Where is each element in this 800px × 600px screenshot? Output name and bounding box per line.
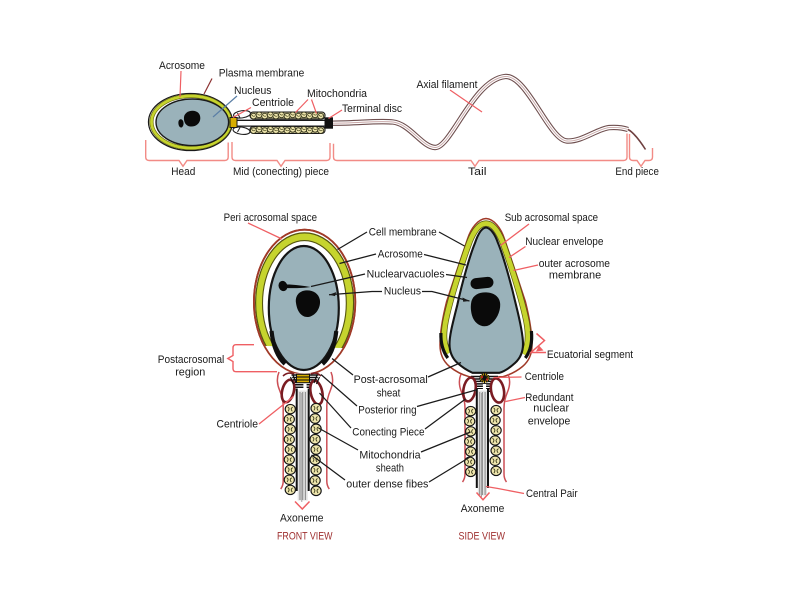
svg-text:membrane: membrane <box>549 270 601 282</box>
svg-text:Plasma membrane: Plasma membrane <box>219 68 304 80</box>
svg-text:Axial filament: Axial filament <box>417 79 479 91</box>
svg-text:nuclear: nuclear <box>533 403 569 415</box>
svg-text:outer acrosome: outer acrosome <box>539 258 610 270</box>
svg-text:Acrosome: Acrosome <box>378 249 423 261</box>
svg-text:Central Pair: Central Pair <box>526 488 578 500</box>
svg-text:Nucleus: Nucleus <box>234 85 272 97</box>
svg-text:sheath: sheath <box>376 463 404 475</box>
svg-text:Peri acrosomal space: Peri acrosomal space <box>224 212 317 224</box>
svg-text:Terminal disc: Terminal disc <box>342 103 402 115</box>
svg-text:envelope: envelope <box>528 416 570 428</box>
svg-text:Postacrosomal: Postacrosomal <box>158 354 225 366</box>
svg-text:Nuclear envelope: Nuclear envelope <box>525 236 603 248</box>
svg-text:Conecting Piece: Conecting Piece <box>352 427 424 439</box>
svg-text:Sub acrosomal space: Sub acrosomal space <box>505 212 598 224</box>
svg-text:Mid (conecting) piece: Mid (conecting) piece <box>233 166 329 178</box>
svg-text:Centriole: Centriole <box>525 371 564 383</box>
svg-text:Nucleus: Nucleus <box>384 286 421 298</box>
svg-text:outer dense fibes: outer dense fibes <box>346 479 428 491</box>
svg-text:SIDE VIEW: SIDE VIEW <box>459 531 506 543</box>
svg-text:Axoneme: Axoneme <box>280 513 324 525</box>
svg-text:Axoneme: Axoneme <box>461 503 505 515</box>
svg-text:Centriole: Centriole <box>252 97 294 109</box>
svg-text:FRONT VIEW: FRONT VIEW <box>277 531 333 543</box>
svg-text:Cell membrane: Cell membrane <box>369 227 437 239</box>
svg-text:End piece: End piece <box>615 166 659 178</box>
svg-text:Ecuatorial segment: Ecuatorial segment <box>547 349 634 361</box>
svg-text:Mitochondria: Mitochondria <box>359 450 421 462</box>
svg-text:Acrosome: Acrosome <box>159 60 205 72</box>
svg-text:Tail: Tail <box>468 166 487 178</box>
svg-text:Mitochondria: Mitochondria <box>307 88 368 100</box>
svg-text:Centriole: Centriole <box>217 419 259 431</box>
svg-text:Posterior ring: Posterior ring <box>358 405 416 417</box>
svg-text:Redundant: Redundant <box>525 392 574 404</box>
svg-text:Head: Head <box>171 166 195 178</box>
svg-text:Post-acrosomal: Post-acrosomal <box>354 374 428 386</box>
svg-text:Nuclearvacuoles: Nuclearvacuoles <box>367 269 445 281</box>
svg-text:region: region <box>175 367 205 379</box>
svg-text:sheat: sheat <box>377 388 401 400</box>
